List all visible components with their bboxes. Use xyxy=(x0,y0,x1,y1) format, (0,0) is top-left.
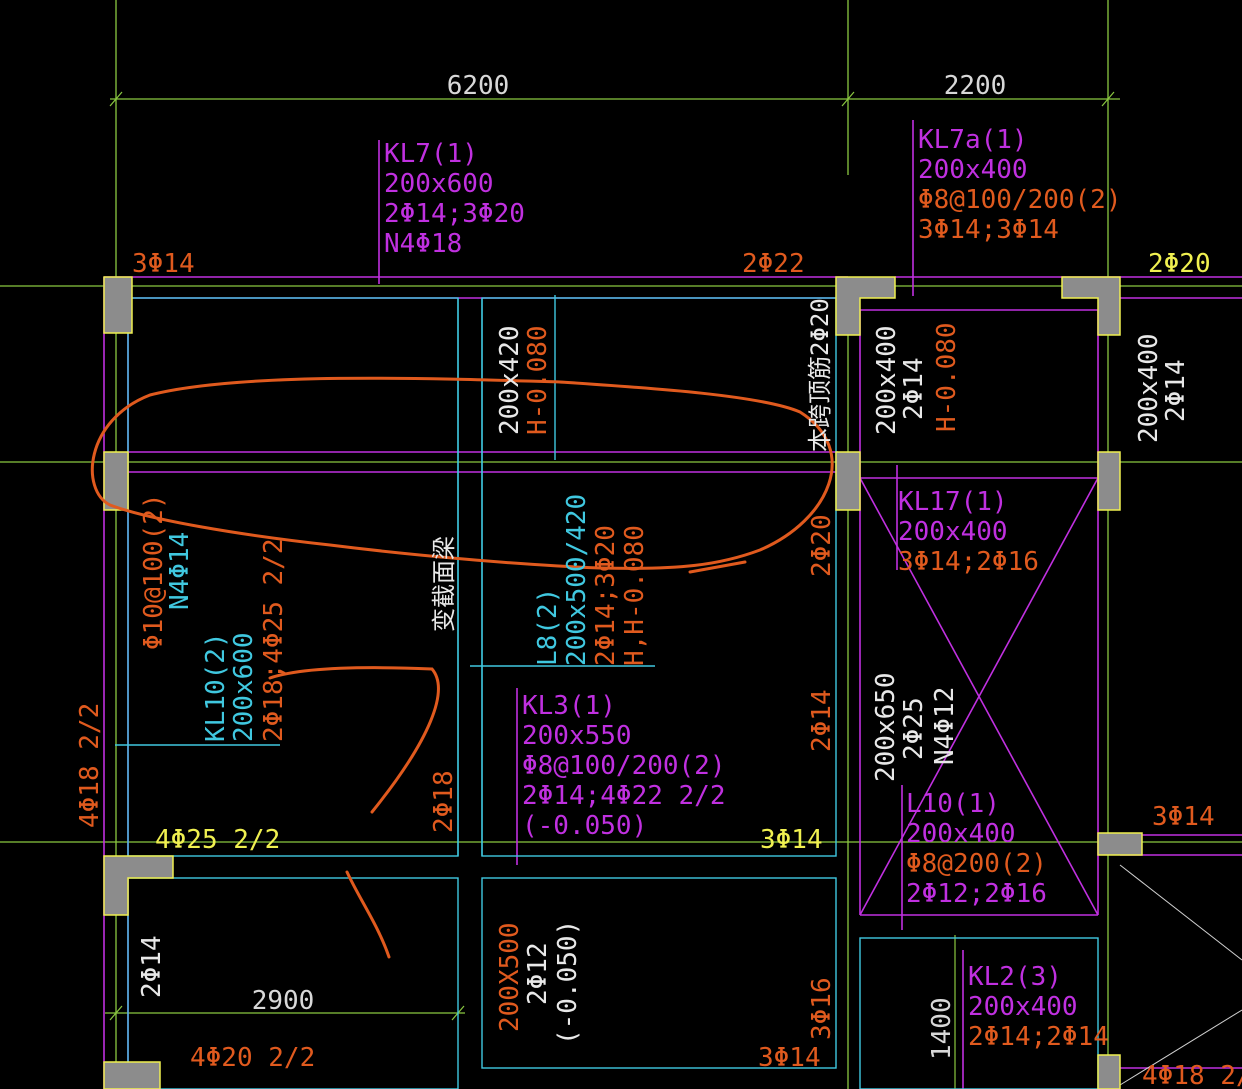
kl2-line-3: 2Φ14;2Φ14 xyxy=(968,1022,1109,1052)
l10-line-4: 2Φ12;2Φ16 xyxy=(906,879,1047,909)
vertical-label-2phi12: 2Φ12 xyxy=(523,942,553,1005)
beam-label-l10: L10(1) 200x400 Φ8@200(2) 2Φ12;2Φ16 xyxy=(906,789,1047,909)
beam-label-kl10: KL10(2) 200x600 2Φ18;4Φ25 2/2 xyxy=(201,539,289,743)
vertical-label-2phi25: 2Φ25 xyxy=(899,697,929,760)
kl3-line-1: KL3(1) xyxy=(522,691,616,721)
right-hatch-lines xyxy=(1119,864,1242,1086)
beam-label-kl7: KL7(1) 200x600 2Φ14;3Φ20 N4Φ18 xyxy=(384,139,525,259)
column-e xyxy=(835,451,861,511)
column-c xyxy=(835,276,896,336)
kl3-line-3: Φ8@100/200(2) xyxy=(522,751,726,781)
bottom-rebar-3phi14-b: 3Φ14 xyxy=(758,1043,821,1073)
vertical-label-2phi18: 2Φ18 xyxy=(429,770,459,833)
markup-ellipse xyxy=(90,376,834,570)
dimension-1400: 1400 xyxy=(927,997,957,1060)
kl7-line-1: KL7(1) xyxy=(384,139,478,169)
note-variable-section-beam: 变截面梁 xyxy=(430,536,458,632)
column-a xyxy=(103,276,133,334)
dimension-2200: 2200 xyxy=(944,71,1007,101)
kl7a-line-4: 3Φ14;3Φ14 xyxy=(918,215,1059,245)
kl10-line-1: KL10(2) xyxy=(201,632,231,742)
column-j xyxy=(1097,1054,1121,1089)
kl7-line-2: 200x600 xyxy=(384,169,494,199)
l8-line-3: 2Φ14;3Φ20 xyxy=(591,525,621,666)
note-span-top-rebar: 本跨顶筋2Φ20 xyxy=(806,298,834,452)
kl3-line-4: 2Φ14;4Φ22 2/2 xyxy=(522,781,726,811)
vertical-label-2phi14-a: 2Φ14 xyxy=(899,357,929,420)
dimension-6200: 6200 xyxy=(447,71,510,101)
markup-arc xyxy=(268,666,440,814)
vertical-label-2phi14-c: 2Φ14 xyxy=(807,689,837,752)
top-left-rebar-label: 3Φ14 xyxy=(132,249,195,279)
top-mid-rebar-label: 2Φ22 xyxy=(742,249,805,279)
column-g xyxy=(103,855,174,916)
bottom-rebar-4phi25: 4Φ25 2/2 xyxy=(155,825,280,855)
kl17-line-3: 3Φ14;2Φ16 xyxy=(898,547,1039,577)
beam-label-l8: L8(2) 200x500/420 2Φ14;3Φ20 H,H-0.080 xyxy=(533,494,650,666)
kl10-stirrup-label: Φ10@100(2) xyxy=(139,493,169,650)
column-i xyxy=(103,1061,161,1089)
markup-line xyxy=(345,870,391,959)
kl7a-line-2: 200x400 xyxy=(918,155,1028,185)
bottom-rebar-4phi20: 4Φ20 2/2 xyxy=(190,1043,315,1073)
vertical-label-2phi14-b: 2Φ14 xyxy=(1161,359,1191,422)
vertical-label-3phi16: 3Φ16 xyxy=(807,977,837,1040)
vertical-label-2phi14-d: 2Φ14 xyxy=(137,935,167,998)
dimension-2900: 2900 xyxy=(252,986,315,1016)
column-f xyxy=(1097,451,1121,511)
kl7a-line-1: KL7a(1) xyxy=(918,125,1028,155)
top-right-rebar-label: 2Φ20 xyxy=(1148,249,1211,279)
kl17-line-2: 200x400 xyxy=(898,517,1008,547)
beam-label-kl3: KL3(1) 200x550 Φ8@100/200(2) 2Φ14;4Φ22 2… xyxy=(522,691,726,841)
kl17-line-1: KL17(1) xyxy=(898,487,1008,517)
secondary-beams xyxy=(115,295,1099,1089)
beam-label-kl7a: KL7a(1) 200x400 Φ8@100/200(2) 3Φ14;3Φ14 xyxy=(918,125,1122,245)
kl7-line-3: 2Φ14;3Φ20 xyxy=(384,199,525,229)
l8-line-2: 200x500/420 xyxy=(562,494,592,666)
vertical-label-n4phi12: N4Φ12 xyxy=(930,687,960,765)
l8-line-4: H,H-0.080 xyxy=(620,525,650,666)
vertical-label-200x420: 200x420 xyxy=(495,325,525,435)
vertical-label-h0080-a: H-0.080 xyxy=(523,325,553,435)
right-rebar-3phi14: 3Φ14 xyxy=(1152,802,1215,832)
l10-line-2: 200x400 xyxy=(906,819,1016,849)
kl7a-line-3: Φ8@100/200(2) xyxy=(918,185,1122,215)
markup-ellipse-tail xyxy=(688,560,747,574)
vertical-label-200x400-b: 200x400 xyxy=(1134,333,1164,443)
beam-label-kl2: KL2(3) 200x400 2Φ14;2Φ14 xyxy=(968,962,1109,1052)
kl2-line-1: KL2(3) xyxy=(968,962,1062,992)
kl7-line-4: N4Φ18 xyxy=(384,229,462,259)
column-d xyxy=(1061,276,1121,336)
l8-line-1: L8(2) xyxy=(533,588,563,666)
l10-line-3: Φ8@200(2) xyxy=(906,849,1047,879)
columns xyxy=(103,276,1143,1089)
vertical-label-m0050: (-0.050) xyxy=(553,920,583,1045)
l10-line-1: L10(1) xyxy=(906,789,1000,819)
hand-markups xyxy=(90,376,834,959)
left-rebar-4phi18: 4Φ18 2/2 xyxy=(75,703,105,828)
kl2-line-2: 200x400 xyxy=(968,992,1078,1022)
vertical-label-200x650: 200x650 xyxy=(871,672,901,782)
kl3-line-2: 200x550 xyxy=(522,721,632,751)
kl10-line-3: 2Φ18;4Φ25 2/2 xyxy=(259,539,289,743)
beam-label-kl17: KL17(1) 200x400 3Φ14;2Φ16 xyxy=(898,487,1039,577)
column-h xyxy=(1097,832,1143,856)
bottom-right-rebar-4phi18: 4Φ18 2/2 xyxy=(1142,1061,1242,1089)
vertical-label-200x400-a: 200x400 xyxy=(872,325,902,435)
kl10-line-2: 200x600 xyxy=(229,632,259,742)
kl3-line-5: (-0.050) xyxy=(522,811,647,841)
kl10-n4-label: N4Φ14 xyxy=(165,532,195,610)
column-b xyxy=(103,451,129,511)
vertical-label-2phi20: 2Φ20 xyxy=(807,514,837,577)
vertical-label-h0080-b: H-0.080 xyxy=(932,322,962,432)
bottom-rebar-3phi14-a: 3Φ14 xyxy=(760,825,823,855)
vertical-label-200x500: 200X500 xyxy=(495,922,525,1032)
